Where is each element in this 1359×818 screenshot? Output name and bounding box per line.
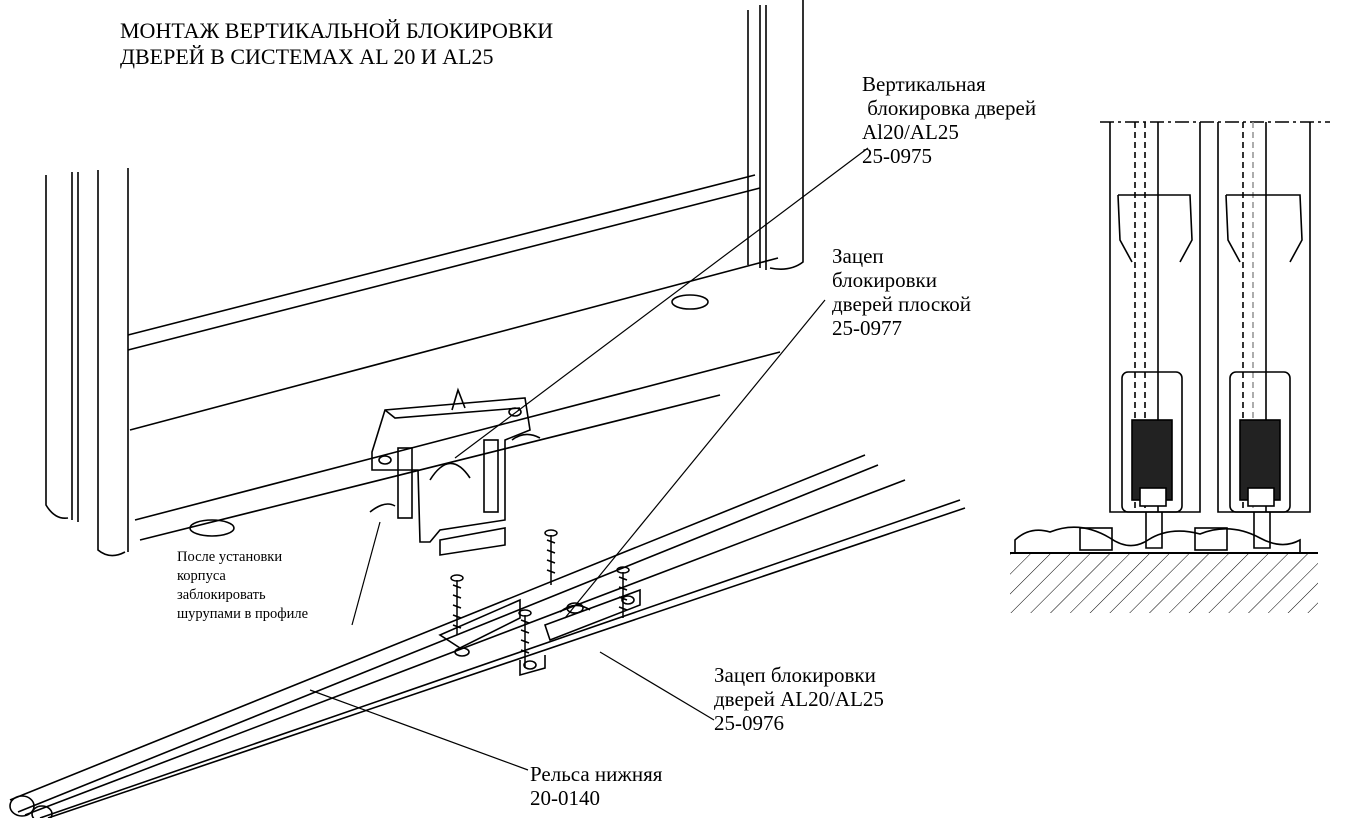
callout-line: Зацеп [832,244,884,268]
callout-flat-hook: Зацеп блокировки дверей плоской 25-0977 [832,244,971,340]
screws [450,529,630,668]
title-line-2: ДВЕРЕЙ В СИСТЕМАХ AL 20 И AL25 [120,44,494,69]
callout-bottom-rail: Рельса нижняя 20-0140 [530,762,662,810]
note-line: После установки [177,549,283,565]
cross-section [1010,121,1330,613]
callout-line: 25-0977 [832,316,902,340]
callout-line: Вертикальная [862,72,986,96]
callout-line: дверей плоской [832,292,972,316]
lock-hooks [438,588,641,677]
callout-line: Al20/AL25 [862,120,959,144]
callout-line: блокировки [832,268,937,292]
bottom-rail [9,454,966,818]
title-line-1: МОНТАЖ ВЕРТИКАЛЬНОЙ БЛОКИРОВКИ [120,18,554,43]
diagram-title: МОНТАЖ ВЕРТИКАЛЬНОЙ БЛОКИРОВКИ ДВЕРЕЙ В … [120,18,553,70]
callout-line: Рельса нижняя [530,762,663,786]
door-frame [45,0,804,557]
callout-vertical-lock: Вертикальная блокировка дверей Al20/AL25… [862,72,1036,168]
callout-hook-al: Зацеп блокировки дверей AL20/AL25 25-097… [714,663,884,735]
note-line: шурупами в профиле [177,606,309,622]
callout-line: Зацеп блокировки [714,663,876,687]
leader-lines [309,147,869,771]
callout-line: блокировка дверей [862,96,1037,120]
callout-line: дверей AL20/AL25 [714,687,884,711]
note-line: заблокировать [177,587,266,603]
callout-line: 25-0975 [862,144,932,168]
callout-line: 20-0140 [530,786,600,810]
install-note: После установки корпуса заблокировать шу… [177,548,308,624]
callout-line: 25-0976 [714,711,784,735]
note-line: корпуса [177,568,226,584]
vertical-lock-body [369,387,541,556]
